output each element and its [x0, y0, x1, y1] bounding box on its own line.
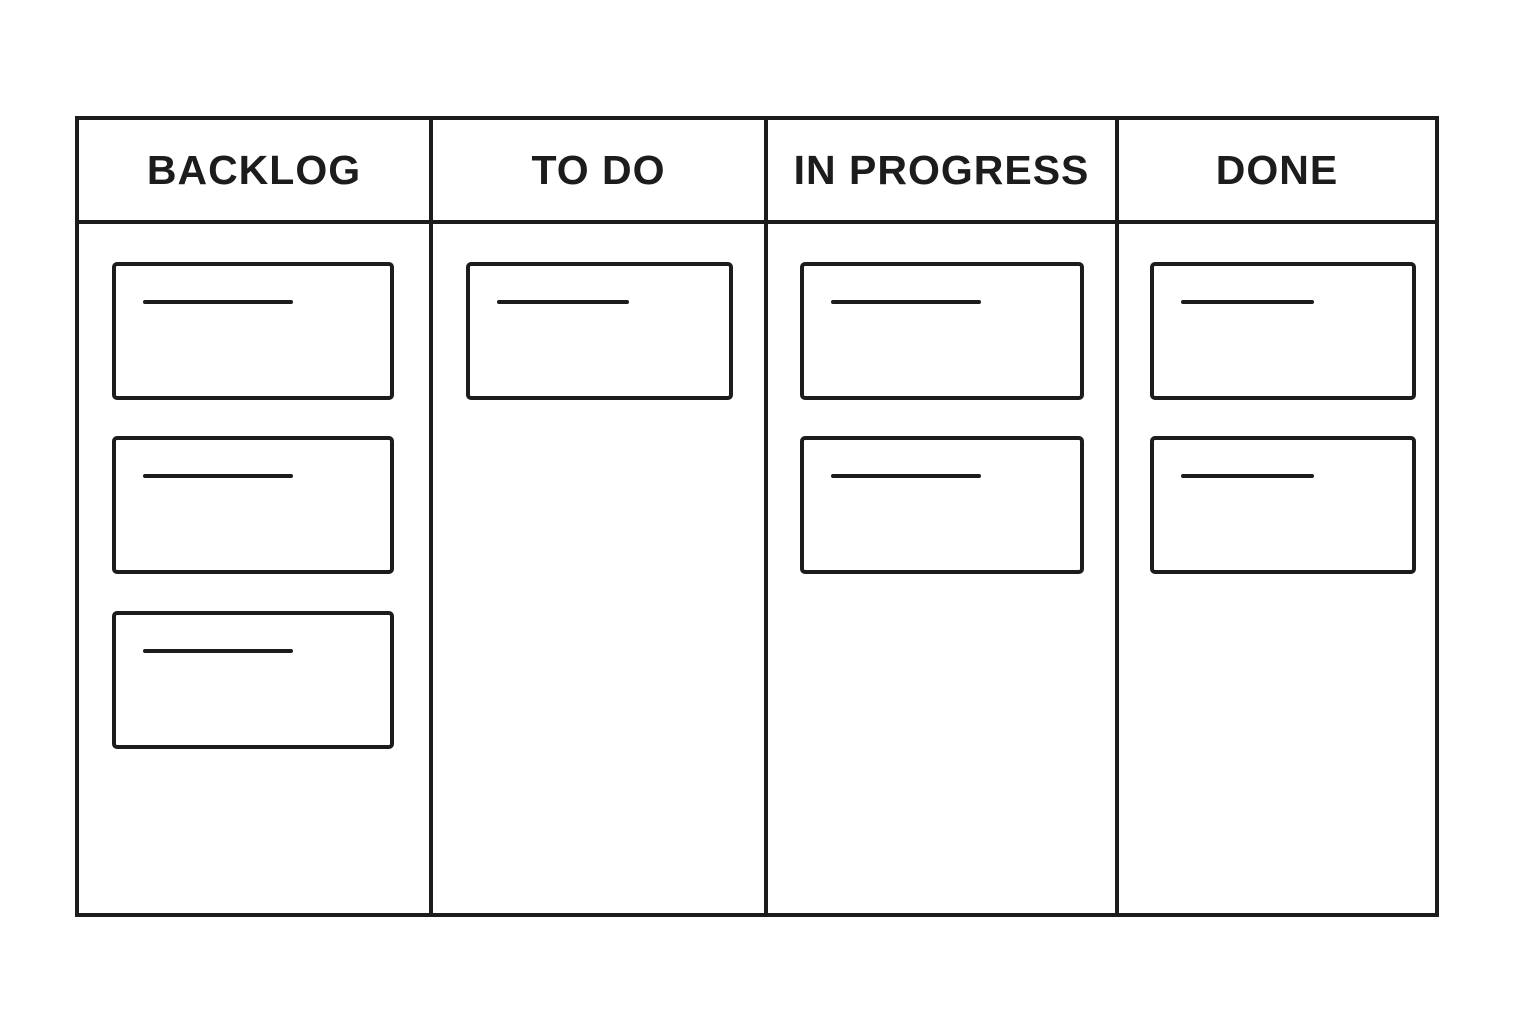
task-card[interactable]: [112, 611, 394, 749]
card-title-placeholder: [143, 649, 293, 653]
column-body-in-progress: [768, 224, 1115, 913]
kanban-board: BACKLOG TO DO IN PROGRESS DONE: [75, 116, 1439, 917]
task-card[interactable]: [112, 436, 394, 574]
card-title-placeholder: [831, 474, 981, 478]
column-title-done: DONE: [1215, 146, 1339, 193]
column-body-to-do: [433, 224, 764, 913]
column-title-in-progress: IN PROGRESS: [793, 146, 1090, 193]
column-header-to-do: TO DO: [433, 120, 764, 224]
column-to-do: TO DO: [429, 120, 764, 913]
column-header-in-progress: IN PROGRESS: [768, 120, 1115, 224]
card-title-placeholder: [831, 300, 981, 304]
task-card[interactable]: [1150, 262, 1416, 400]
task-card[interactable]: [800, 436, 1084, 574]
task-card[interactable]: [1150, 436, 1416, 574]
column-body-backlog: [79, 224, 429, 913]
task-card[interactable]: [466, 262, 733, 400]
task-card[interactable]: [800, 262, 1084, 400]
card-title-placeholder: [1181, 300, 1314, 304]
column-in-progress: IN PROGRESS: [764, 120, 1115, 913]
card-title-placeholder: [143, 474, 293, 478]
column-title-to-do: TO DO: [531, 146, 666, 193]
card-title-placeholder: [497, 300, 629, 304]
column-header-backlog: BACKLOG: [79, 120, 429, 224]
column-backlog: BACKLOG: [79, 120, 429, 913]
column-title-backlog: BACKLOG: [146, 146, 362, 193]
card-title-placeholder: [1181, 474, 1314, 478]
column-body-done: [1119, 224, 1435, 913]
column-header-done: DONE: [1119, 120, 1435, 224]
task-card[interactable]: [112, 262, 394, 400]
card-title-placeholder: [143, 300, 293, 304]
column-done: DONE: [1115, 120, 1435, 913]
